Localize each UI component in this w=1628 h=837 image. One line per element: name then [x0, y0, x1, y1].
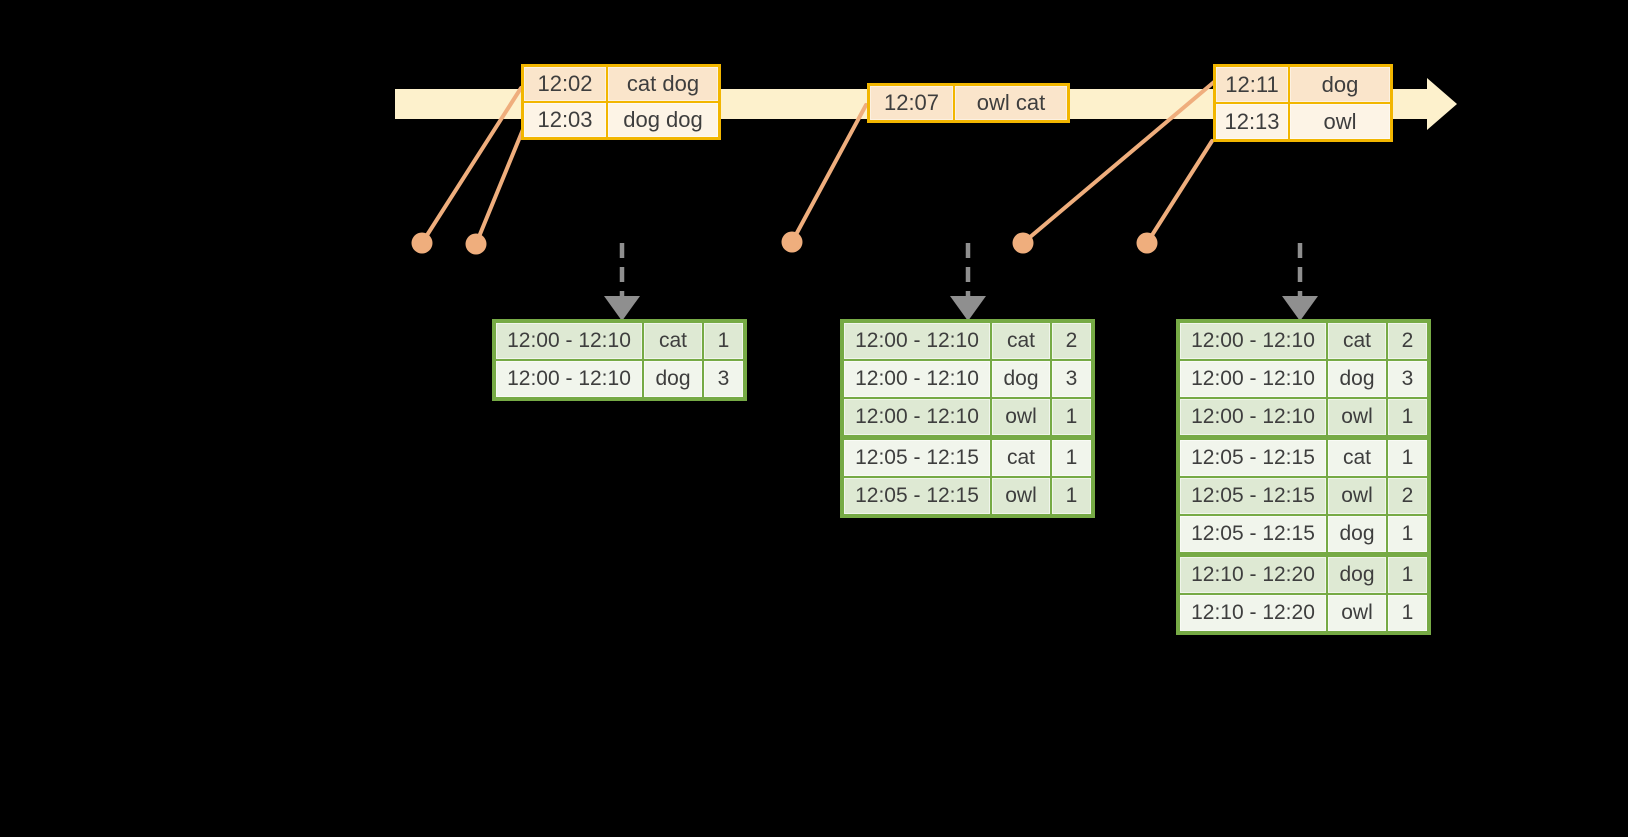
event-time-cell: 12:07 [870, 86, 953, 120]
result-window-cell: 12:05 - 12:15 [1180, 478, 1326, 514]
output-arrow-heads [604, 296, 1318, 321]
result-window-cell: 12:05 - 12:15 [1180, 440, 1326, 476]
output-arrowhead-icon [1282, 296, 1318, 321]
event-dot-icon [781, 231, 803, 253]
result-window-cell: 12:05 - 12:15 [1180, 516, 1326, 552]
result-count-cell: 1 [1052, 478, 1091, 514]
event-time-cell: 12:11 [1216, 67, 1288, 102]
result-count-cell: 2 [1388, 323, 1427, 359]
result-count-cell: 1 [1388, 557, 1427, 593]
result-count-cell: 3 [1388, 361, 1427, 397]
result-count-cell: 1 [704, 323, 743, 359]
result-count-cell: 1 [1388, 399, 1427, 435]
result-word-cell: cat [1328, 440, 1386, 476]
timeline-arrowhead-icon [1427, 78, 1457, 130]
result-window-cell: 12:00 - 12:10 [1180, 399, 1326, 435]
event-time-cell: 12:02 [524, 67, 606, 101]
result-window-cell: 12:05 - 12:15 [844, 478, 990, 514]
event-words-cell: owl [1290, 104, 1390, 139]
event-dot-icon [1136, 232, 1158, 254]
result-word-cell: dog [1328, 361, 1386, 397]
result-count-cell: 3 [704, 361, 743, 397]
result-count-cell: 3 [1052, 361, 1091, 397]
result-window-cell: 12:00 - 12:10 [1180, 361, 1326, 397]
result-word-cell: dog [644, 361, 702, 397]
event-words-cell: owl cat [955, 86, 1067, 120]
result-word-cell: cat [992, 440, 1050, 476]
result-window-cell: 12:00 - 12:10 [844, 323, 990, 359]
event-dot-icon [465, 233, 487, 255]
output-arrowhead-icon [950, 296, 986, 321]
result-count-cell: 1 [1388, 516, 1427, 552]
event-words-cell: dog [1290, 67, 1390, 102]
result-word-cell: dog [992, 361, 1050, 397]
result-word-cell: cat [644, 323, 702, 359]
result-window-cell: 12:00 - 12:10 [844, 361, 990, 397]
event-connector-line [1145, 139, 1214, 245]
result-word-cell: owl [992, 399, 1050, 435]
output-arrowhead-icon [604, 296, 640, 321]
result-count-cell: 2 [1388, 478, 1427, 514]
result-word-cell: cat [1328, 323, 1386, 359]
result-count-cell: 1 [1388, 595, 1427, 631]
result-count-cell: 1 [1388, 440, 1427, 476]
event-dots [411, 231, 1158, 255]
result-window-cell: 12:00 - 12:10 [844, 399, 990, 435]
result-word-cell: dog [1328, 516, 1386, 552]
result-word-cell: owl [992, 478, 1050, 514]
event-time-cell: 12:13 [1216, 104, 1288, 139]
result-window-cell: 12:00 - 12:10 [1180, 323, 1326, 359]
result-count-cell: 1 [1052, 440, 1091, 476]
event-words-cell: cat dog [608, 67, 718, 101]
result-word-cell: owl [1328, 399, 1386, 435]
result-count-cell: 2 [1052, 323, 1091, 359]
result-word-cell: cat [992, 323, 1050, 359]
event-dot-icon [411, 232, 433, 254]
event-time-cell: 12:03 [524, 103, 606, 137]
result-word-cell: owl [1328, 478, 1386, 514]
result-window-cell: 12:10 - 12:20 [1180, 557, 1326, 593]
result-window-cell: 12:05 - 12:15 [844, 440, 990, 476]
result-word-cell: owl [1328, 595, 1386, 631]
event-connector-line [790, 103, 868, 244]
result-word-cell: dog [1328, 557, 1386, 593]
output-arrow-shafts [619, 243, 1303, 298]
result-window-cell: 12:10 - 12:20 [1180, 595, 1326, 631]
result-window-cell: 12:00 - 12:10 [496, 361, 642, 397]
result-window-cell: 12:00 - 12:10 [496, 323, 642, 359]
result-count-cell: 1 [1052, 399, 1091, 435]
event-dot-icon [1012, 232, 1034, 254]
event-words-cell: dog dog [608, 103, 718, 137]
event-connector-line [474, 125, 526, 246]
